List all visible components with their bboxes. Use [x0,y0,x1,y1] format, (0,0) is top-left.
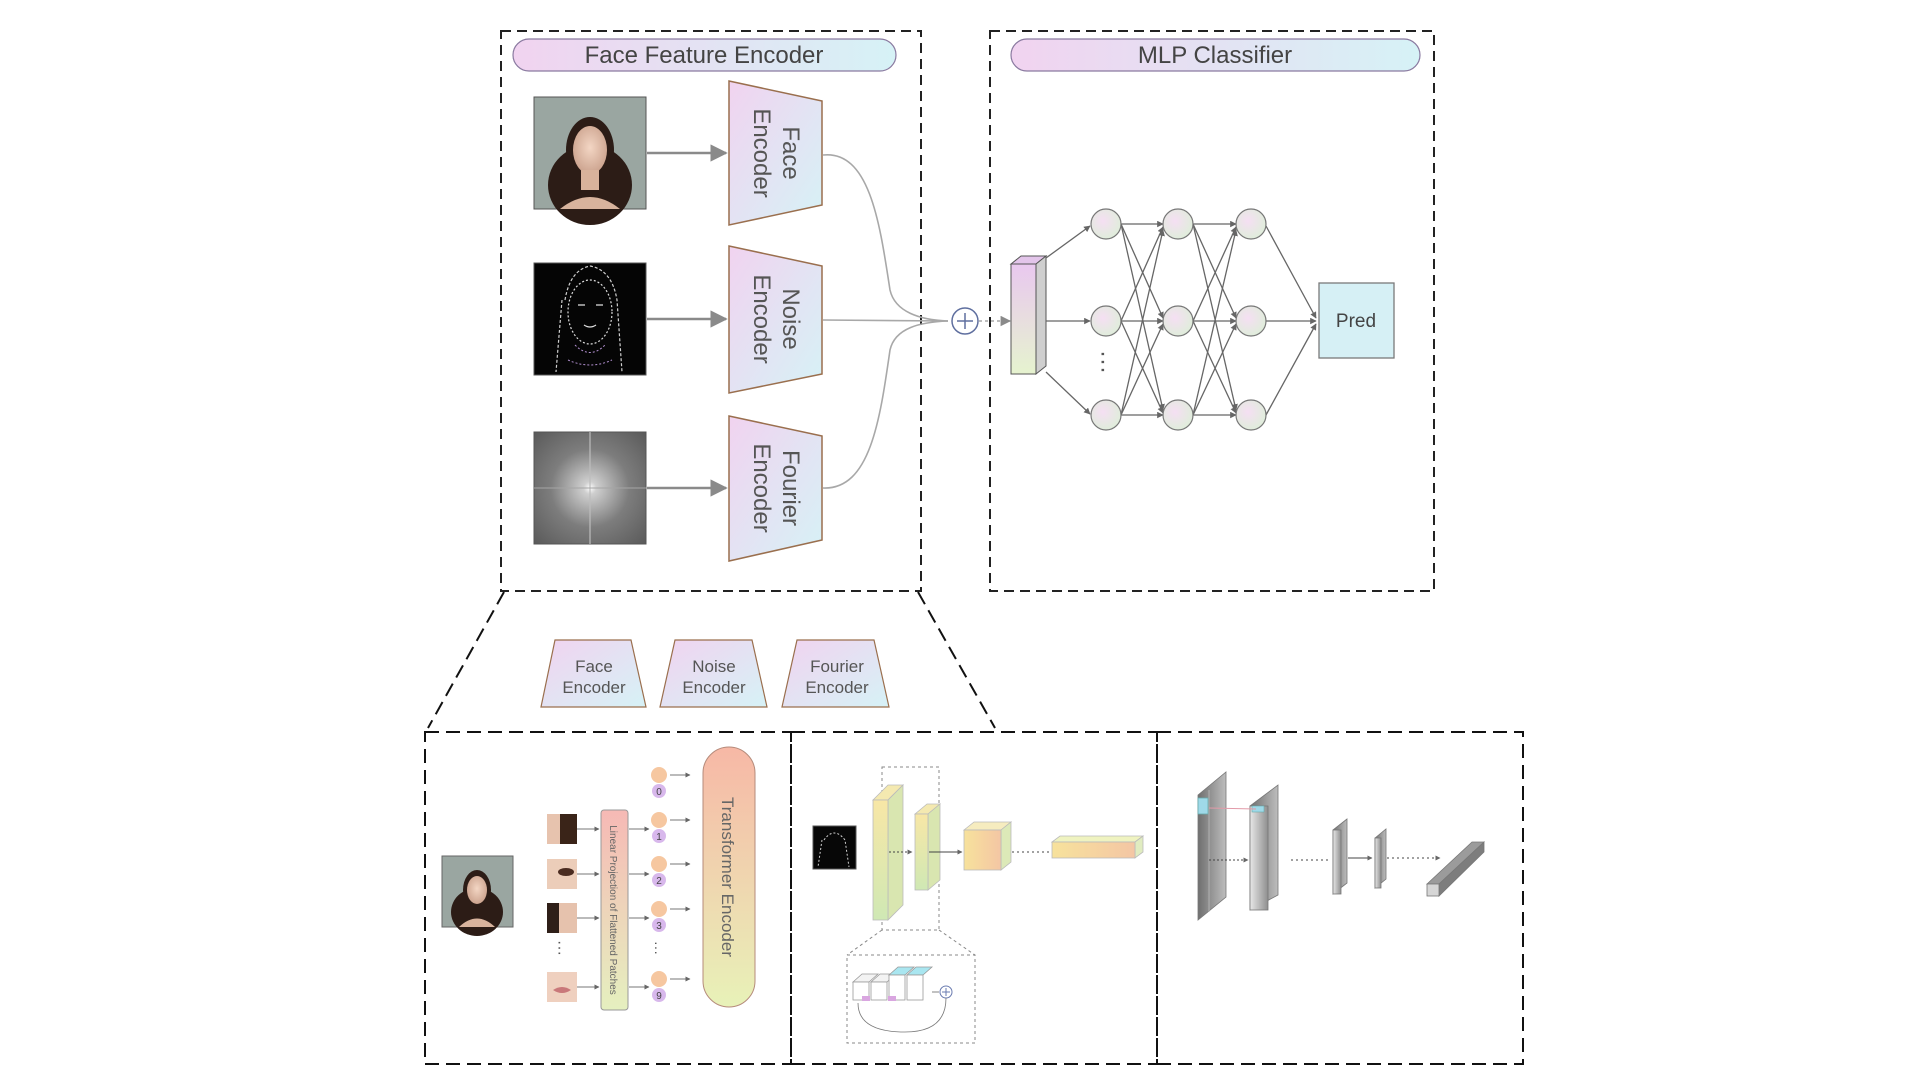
transformer-encoder-label: Transformer Encoder [718,797,737,957]
face-encoder-label-line2: Encoder [748,108,775,197]
position-tokens: 0 1 2 3 ··· [649,767,691,1002]
cnn-feature-maps [872,784,1145,921]
token-3: 3 [651,901,691,932]
svg-text:0: 0 [656,787,662,798]
vit-image-patches: ··· [547,814,577,1002]
mlp-node [1162,305,1194,337]
svg-text:3: 3 [656,921,662,932]
zoom-outline [427,591,996,729]
fourier-cnn-panel [1197,771,1486,921]
bottom-panel-frames [424,731,1524,1065]
mlp-ellipsis: ··· [1090,350,1117,374]
mlp-node [1162,208,1194,240]
face-feature-encoder-title-pill [512,38,897,72]
linear-projection-label: Linear Projection of Flattened Patches [607,825,618,995]
patch-arrows [577,826,650,990]
noise-encoder-label-line2: Encoder [748,274,775,363]
svg-text:Encoder: Encoder [805,678,869,697]
cnn-input-noise-image [812,825,857,870]
mlp-node [1235,208,1267,240]
face-feature-encoder-title: Face Feature Encoder [585,42,824,69]
token-9: 9 [651,971,691,1002]
mlp-node [1235,305,1267,337]
legend-noise-encoder: Noise Encoder [659,639,768,708]
fourier-encoder-label-line2: Encoder [748,443,775,532]
token-1: 1 [651,812,691,843]
svg-text:Noise: Noise [692,657,735,676]
fused-feature-vector [1009,254,1048,376]
svg-text:Encoder: Encoder [682,678,746,697]
fourier-flow-arrows [1208,807,1441,863]
fusion-add-icon [951,307,979,335]
fourier-feature-maps [1197,771,1486,921]
input-noise-image [533,262,647,376]
mlp-connections [1045,220,1317,419]
residual-block-zoom [846,929,976,1044]
fourier-encoder-block: Fourier Encoder [728,415,823,562]
input-fourier-image [533,431,647,545]
mlp-node [1235,399,1267,431]
fusion-connectors [822,154,949,489]
mlp-node [1090,305,1122,337]
face-encoder-label-line1: Face [777,126,804,179]
mlp-node [1090,399,1122,431]
token-2: 2 [651,856,691,887]
legend-fourier-encoder: Fourier Encoder [781,639,890,708]
mlp-classifier-panel: MLP Classifier [989,30,1435,592]
transformer-encoder-block: Transformer Encoder [702,746,756,1008]
svg-text:9: 9 [656,991,662,1002]
encoder-legend: Face Encoder Noise Encoder Fourier Encod… [540,639,890,708]
pred-label: Pred [1336,311,1376,332]
token-ellipsis: ··· [649,941,665,955]
svg-text:2: 2 [656,876,662,887]
fourier-encoder-label-line1: Fourier [777,450,804,526]
mlp-node [1090,208,1122,240]
cnn-panel [812,766,1145,1044]
svg-text:1: 1 [656,832,662,843]
input-face-image [533,96,647,225]
mlp-nodes [1090,208,1267,431]
mlp-classifier-title-pill [1010,38,1421,72]
vit-panel: ··· Linear Projection of Flattened Patch… [441,746,756,1011]
vit-input-face-image [441,855,514,936]
svg-text:Face: Face [575,657,613,676]
pred-box: Pred [1318,282,1395,359]
noise-encoder-block: Noise Encoder [728,245,823,394]
noise-encoder-label-line1: Noise [777,288,804,349]
patch-ellipsis: ··· [551,940,568,956]
face-feature-encoder-panel: Face Feature Encoder [500,30,922,592]
svg-text:Fourier: Fourier [810,657,864,676]
mlp-node [1162,399,1194,431]
token-0: 0 [651,767,691,798]
svg-text:Encoder: Encoder [562,678,626,697]
legend-face-encoder: Face Encoder [540,639,647,708]
face-encoder-block: Face Encoder [728,80,823,226]
mlp-classifier-title: MLP Classifier [1138,42,1292,69]
linear-projection-block: Linear Projection of Flattened Patches [600,809,629,1011]
